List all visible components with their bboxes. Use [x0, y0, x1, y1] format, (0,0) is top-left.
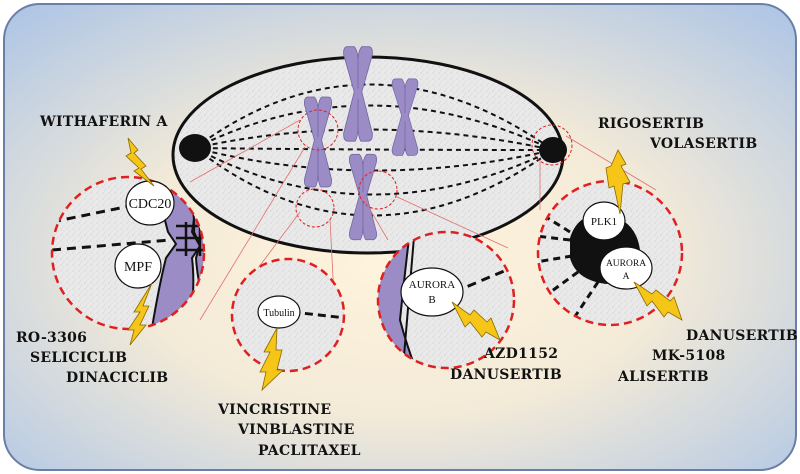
- locator-circles: [295, 109, 573, 228]
- inhibitor-bolts: [125, 137, 683, 392]
- right-centrosome: [539, 137, 567, 163]
- aurora-a-label-line2: A: [623, 272, 630, 282]
- cdc20-label: CDC20: [129, 197, 172, 212]
- spindle-fibers: [194, 83, 554, 217]
- bolt-icon: [605, 149, 631, 215]
- drug-vincristine: VINCRISTINE: [217, 402, 331, 418]
- drug-azd1152: AZD1152: [483, 346, 558, 362]
- drug-danusertib-b: DANUSERTIB: [450, 367, 562, 383]
- left-centrosome: [179, 134, 211, 162]
- bolt-icon: [633, 281, 683, 321]
- plk1-label: PLK1: [591, 216, 617, 228]
- drug-paclitaxel: PACLITAXEL: [258, 443, 361, 459]
- aurora-b-node: [400, 267, 464, 317]
- drug-ro-3306: RO-3306: [16, 330, 87, 346]
- drug-labels: WITHAFERIN A RIGOSERTIB VOLASERTIB RO-33…: [16, 114, 798, 459]
- drug-mk-5108: MK-5108: [652, 348, 726, 364]
- tubulin-node: [257, 295, 301, 329]
- drug-withaferin-a: WITHAFERIN A: [39, 114, 169, 130]
- mpf-node: [114, 243, 162, 289]
- aurora-a-label-line1: AURORA: [606, 259, 646, 269]
- drug-rigosertib: RIGOSERTIB: [598, 116, 704, 132]
- drug-dinaciclib: DINACICLIB: [66, 370, 168, 386]
- bolt-icon: [259, 327, 284, 392]
- bolt-icon: [451, 301, 501, 341]
- drug-alisertib: ALISERTIB: [617, 369, 709, 385]
- aurora-b-label-line2: B: [428, 294, 435, 306]
- drug-vinblastine: VINBLASTINE: [237, 422, 355, 438]
- drug-danusertib-a: DANUSERTIB: [686, 328, 798, 344]
- bolt-icon: [127, 282, 153, 346]
- bolt-icon: [125, 137, 155, 187]
- aurora-b-label-line1: AURORA: [409, 279, 456, 291]
- tubulin-label: Tubulin: [263, 308, 294, 319]
- drug-volasertib: VOLASERTIB: [649, 136, 758, 152]
- plk1-node: [582, 201, 626, 241]
- drug-seliciclib: SELICICLIB: [30, 350, 127, 366]
- aurora-a-node: [599, 246, 653, 290]
- mpf-label: MPF: [124, 260, 152, 275]
